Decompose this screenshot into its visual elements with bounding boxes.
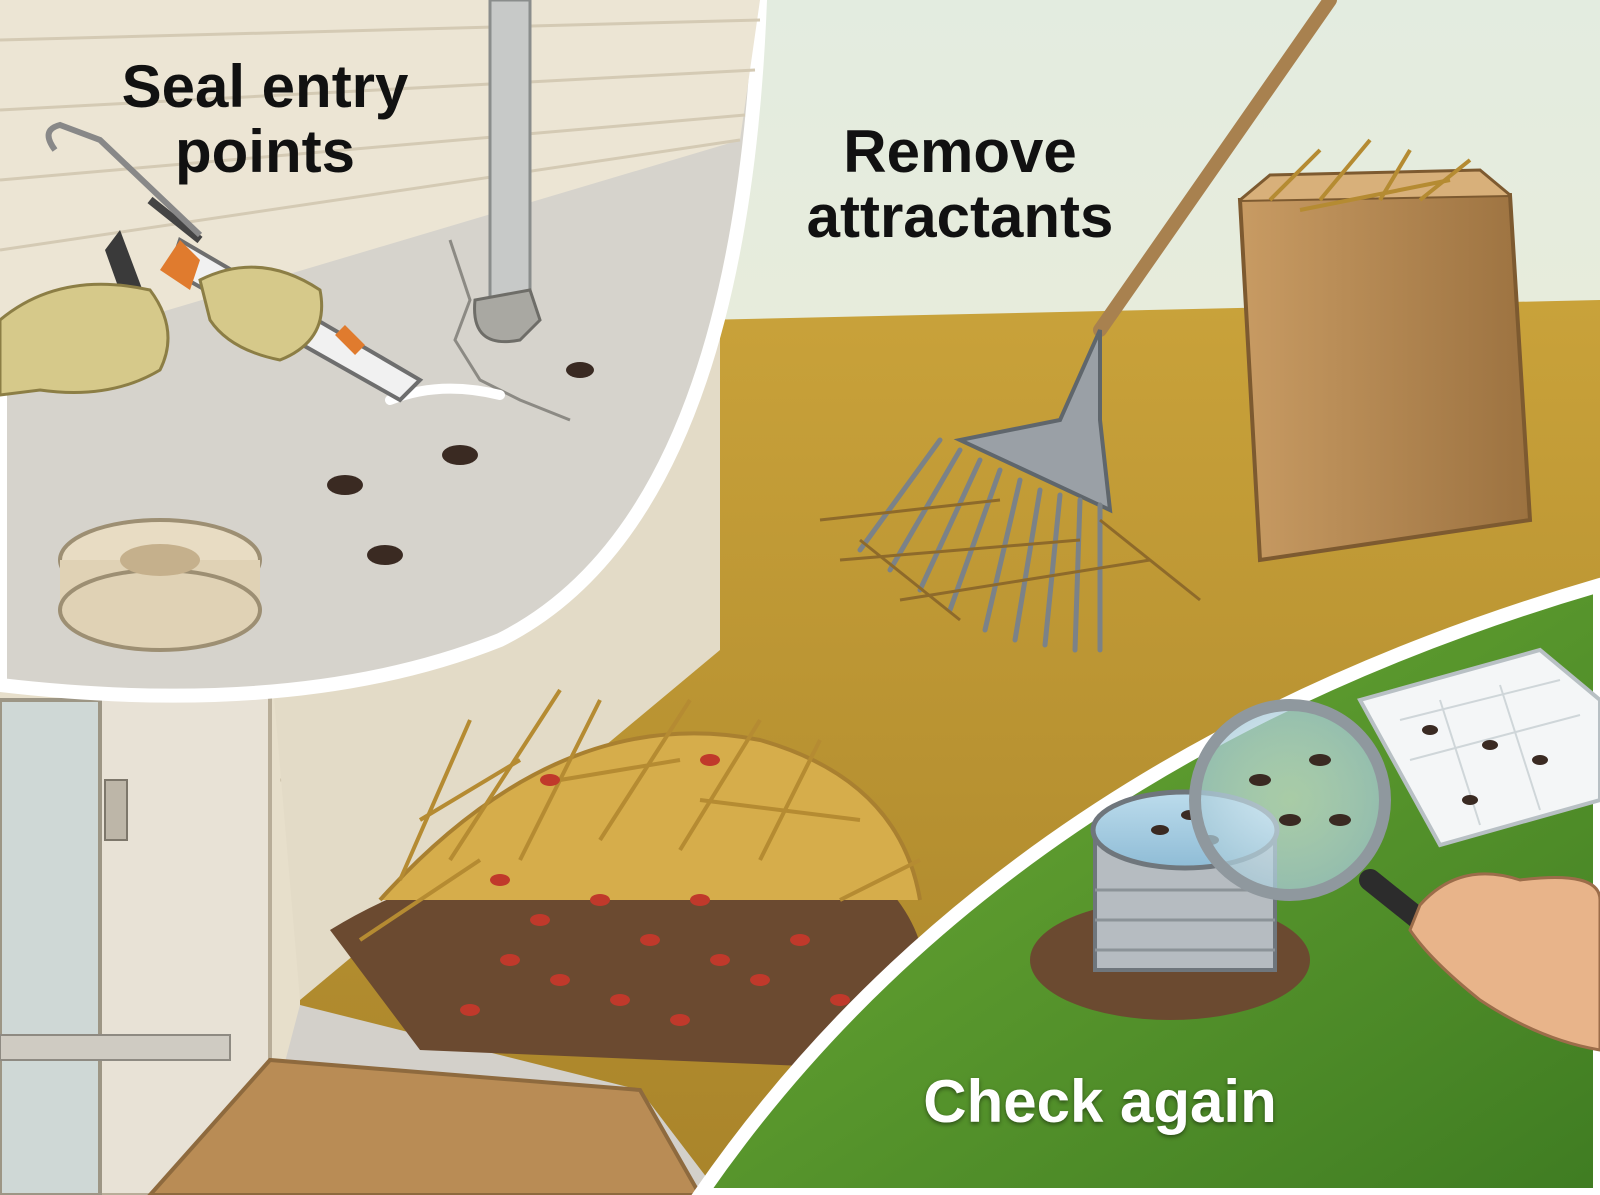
rake-handle [1093,0,1337,337]
bug-cluster [327,362,594,565]
paper-bag [1237,138,1533,563]
caption-remove-line2: attractants [806,182,1114,250]
caption-check-line1: Check again [923,1068,1277,1135]
tape-roll [58,518,262,652]
caption-remove-line1: Remove [843,118,1077,185]
door-threshold [0,1034,231,1061]
caption-seal-line1: Seal entry [121,53,409,120]
door-glass [0,698,102,1195]
wall-crack [448,239,571,422]
caption-seal-line2: points [175,117,355,185]
red-bug-cluster [460,754,850,1026]
raked-debris [819,498,1201,622]
sticky-trap [1357,647,1600,848]
seal-panel [0,0,768,703]
straw-pile [358,688,922,942]
magnifying-glass-icon [1189,699,1431,931]
rake [857,0,1337,653]
soil-patch [330,849,926,1070]
rake-tines [857,437,1103,653]
downspout-pipe [488,0,532,302]
hand-right [1408,872,1600,1052]
doormat [147,1057,703,1195]
caption-remove-attractants: Remove attractants [740,118,1180,250]
gloved-hand-right [198,265,324,362]
caption-check-again: Check again [880,1068,1320,1135]
caption-seal-entry-points: Seal entry points [70,53,460,185]
gloved-hand-left [0,282,170,397]
door-hinge-icon [104,779,128,841]
rake-head [953,329,1113,514]
